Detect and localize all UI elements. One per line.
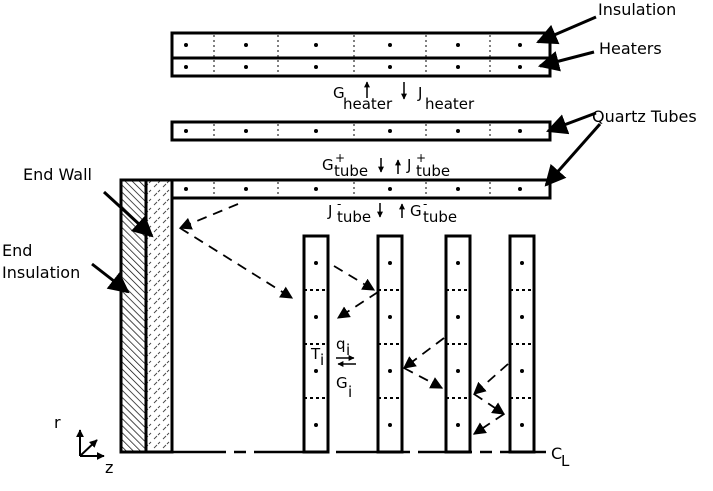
- j-tube-minus-label: J-tube: [327, 197, 371, 226]
- lower-quartz-tube: [170, 178, 552, 200]
- end-insulation-label-line2: Insulation: [2, 263, 80, 282]
- flux-arrows: [336, 81, 407, 367]
- centerline-label: CL: [551, 444, 570, 470]
- end-insulation-label-line1: End: [2, 241, 32, 260]
- upper-quartz-tube: [170, 120, 552, 142]
- heater-cell-dividers: [213, 35, 491, 74]
- end-wall-block: [144, 178, 174, 454]
- j-tube-plus-label: J+tube: [406, 151, 450, 180]
- g-tube-plus-label: G+tube: [322, 151, 368, 180]
- end-wall-label: End Wall: [23, 165, 92, 184]
- j-heater-label: Jheater: [417, 84, 475, 113]
- r-axis-label: r: [54, 413, 61, 432]
- insulation-layer: [170, 31, 552, 60]
- t-i-label: Ti: [310, 345, 324, 369]
- coordinate-axes: [76, 429, 105, 460]
- g-tube-minus-label: G-tube: [410, 197, 457, 226]
- q-i-label: qi: [336, 335, 350, 359]
- radiation-paths: [178, 203, 509, 435]
- z-axis-label: z: [105, 458, 113, 477]
- leader-arrows: [91, 15, 602, 294]
- heaters-label: Heaters: [599, 39, 662, 58]
- quartz-tubes-label: Quartz Tubes: [592, 107, 697, 126]
- insulation-label: Insulation: [598, 0, 676, 19]
- g-i-label: Gi: [336, 374, 352, 401]
- heater-node-dots: [184, 43, 522, 69]
- heater-layer: [170, 56, 552, 78]
